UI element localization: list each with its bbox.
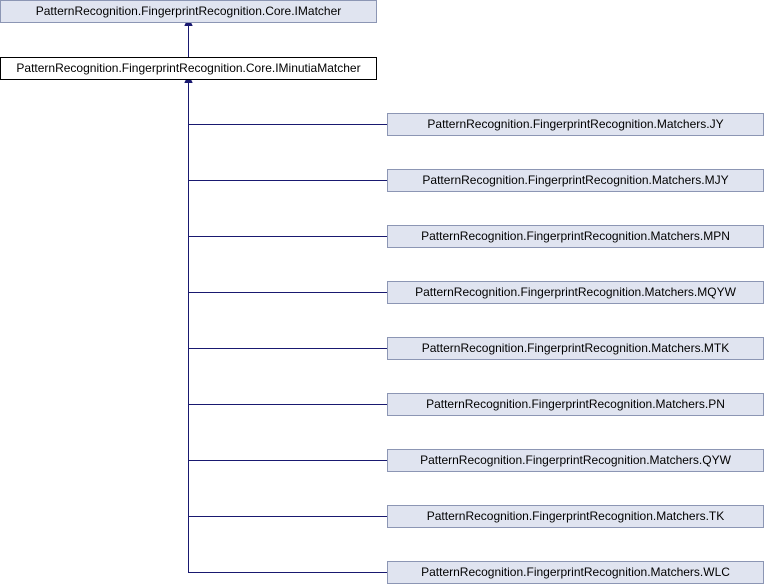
node-matcher-mjy[interactable]: PatternRecognition.FingerprintRecognitio… — [387, 169, 764, 192]
node-iminutiamatcher: PatternRecognition.FingerprintRecognitio… — [0, 57, 377, 80]
node-imatcher[interactable]: PatternRecognition.FingerprintRecognitio… — [0, 0, 377, 23]
node-matcher-mqyw[interactable]: PatternRecognition.FingerprintRecognitio… — [387, 281, 764, 304]
node-matcher-wlc[interactable]: PatternRecognition.FingerprintRecognitio… — [387, 561, 764, 584]
node-matcher-jy[interactable]: PatternRecognition.FingerprintRecognitio… — [387, 113, 764, 136]
node-matcher-qyw[interactable]: PatternRecognition.FingerprintRecognitio… — [387, 449, 764, 472]
node-matcher-mpn[interactable]: PatternRecognition.FingerprintRecognitio… — [387, 225, 764, 248]
node-matcher-mtk[interactable]: PatternRecognition.FingerprintRecognitio… — [387, 337, 764, 360]
node-matcher-tk[interactable]: PatternRecognition.FingerprintRecognitio… — [387, 505, 764, 528]
node-matcher-pn[interactable]: PatternRecognition.FingerprintRecognitio… — [387, 393, 764, 416]
